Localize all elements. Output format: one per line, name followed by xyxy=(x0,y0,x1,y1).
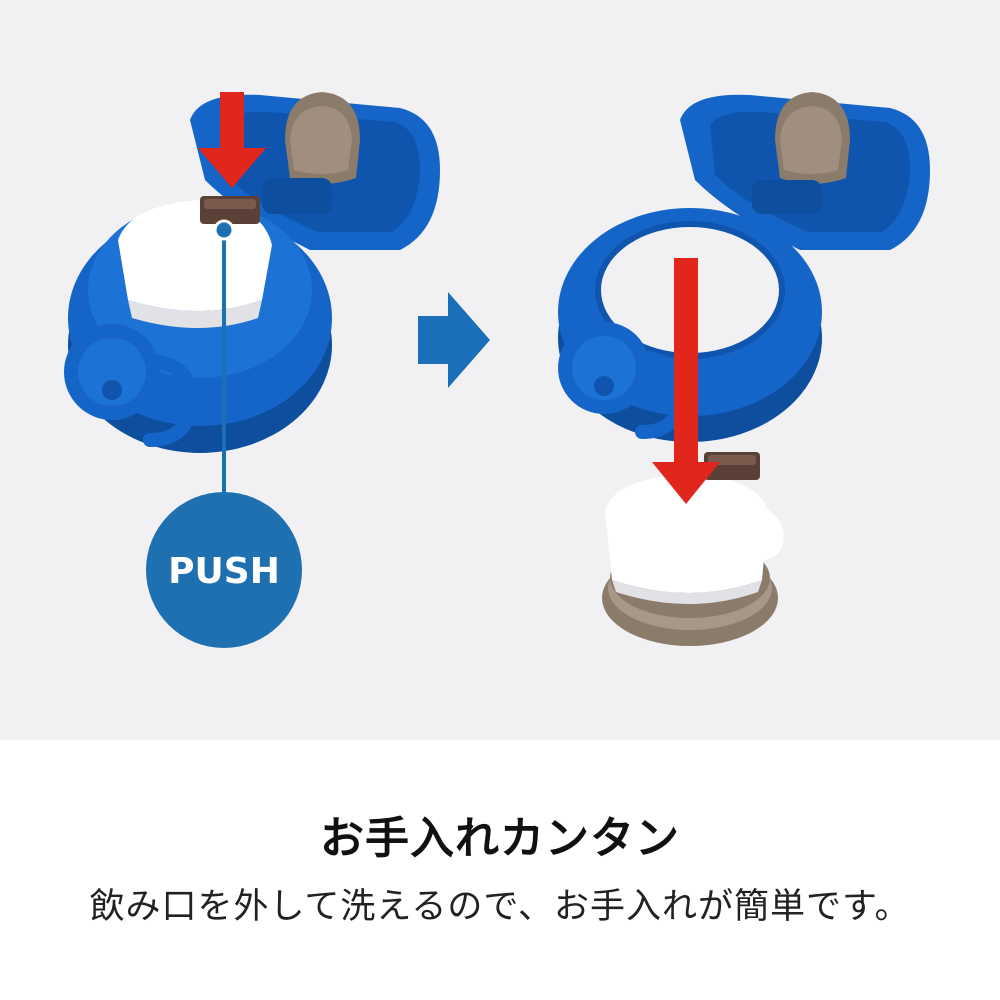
lid-assembly-closed xyxy=(64,92,440,453)
push-down-arrow-icon xyxy=(198,92,266,188)
push-callout: PUSH xyxy=(146,219,302,648)
lid-cleaning-illustration: PUSH xyxy=(0,0,1000,740)
feature-headline: お手入れカンタン xyxy=(320,813,680,864)
step-arrow-icon xyxy=(418,292,490,388)
remove-down-arrow-icon xyxy=(652,258,720,504)
lid-assembly-open xyxy=(558,92,930,646)
feature-caption: お手入れカンタン 飲み口を外して洗えるので、お手入れが簡単です。 xyxy=(0,740,1000,1000)
push-label: PUSH xyxy=(168,551,280,592)
drink-cap-removed xyxy=(605,474,768,593)
feature-description: 飲み口を外して洗えるので、お手入れが簡単です。 xyxy=(89,887,911,927)
